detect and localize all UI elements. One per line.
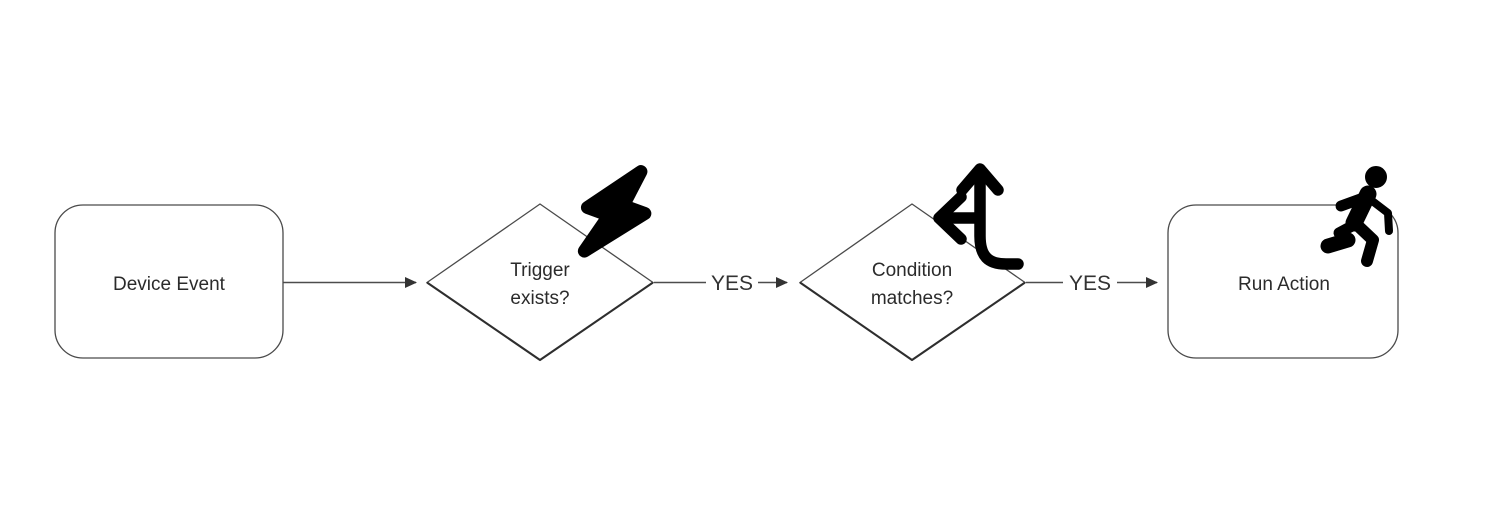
node-run-action: Run Action: [1167, 166, 1399, 359]
device-event-label: Device Event: [113, 274, 226, 295]
device-event-box: [54, 204, 284, 359]
node-condition-matches: Condition matches?: [798, 163, 1027, 362]
condition-matches-label-line2: matches?: [871, 288, 953, 309]
edge-label-yes-2: YES: [1069, 272, 1111, 295]
condition-matches-diamond: [798, 203, 1027, 361]
node-trigger-exists: Trigger exists?: [425, 165, 655, 362]
node-device-event: Device Event: [54, 204, 284, 359]
edge-condition-to-run: YES: [1026, 272, 1158, 295]
trigger-exists-label-line1: Trigger: [510, 260, 570, 281]
edge-label-yes-1: YES: [711, 272, 753, 295]
trigger-exists-label-line2: exists?: [510, 288, 569, 309]
running-person-icon: [1320, 166, 1393, 267]
lightning-bolt-icon: [577, 165, 652, 258]
edge-trigger-to-condition: YES: [654, 272, 788, 295]
condition-matches-label-line1: Condition: [872, 260, 952, 281]
directions-fork-icon: [933, 163, 1024, 270]
run-action-label: Run Action: [1238, 274, 1330, 295]
